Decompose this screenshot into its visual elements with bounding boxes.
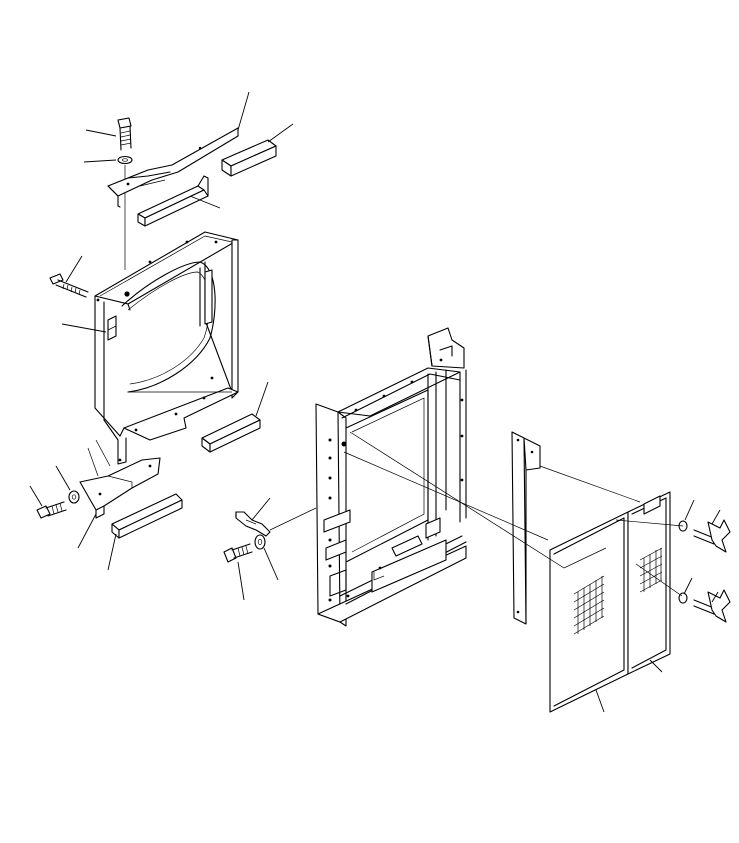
bottom-washer (68, 490, 80, 504)
assembly-guide-lines (343, 431, 684, 597)
bottom-seal-strip (111, 493, 183, 539)
mesh-grille-door-left (549, 511, 629, 713)
callout-leader-lines (29, 91, 721, 713)
bottom-bracket-plate (79, 457, 161, 519)
fan-shroud (94, 231, 239, 465)
radiator-frame (315, 327, 467, 627)
top-washer (117, 155, 133, 165)
wing-bolt-upper (693, 519, 731, 553)
top-bolt (117, 117, 132, 151)
frame-clamp (235, 511, 271, 537)
bottom-bolt (36, 501, 67, 519)
mesh-grille-door-right (627, 491, 671, 675)
top-seal-strip-upper (221, 139, 277, 177)
side-bolt (49, 273, 89, 298)
top-bracket-plate (107, 127, 239, 208)
clamp-bolt (223, 543, 253, 563)
side-panel-strip (511, 431, 541, 625)
top-seal-strip-lower (137, 175, 209, 227)
clamp-washer (254, 534, 266, 550)
wing-bolt-lower (693, 589, 731, 623)
shroud-side-seal (201, 413, 261, 453)
